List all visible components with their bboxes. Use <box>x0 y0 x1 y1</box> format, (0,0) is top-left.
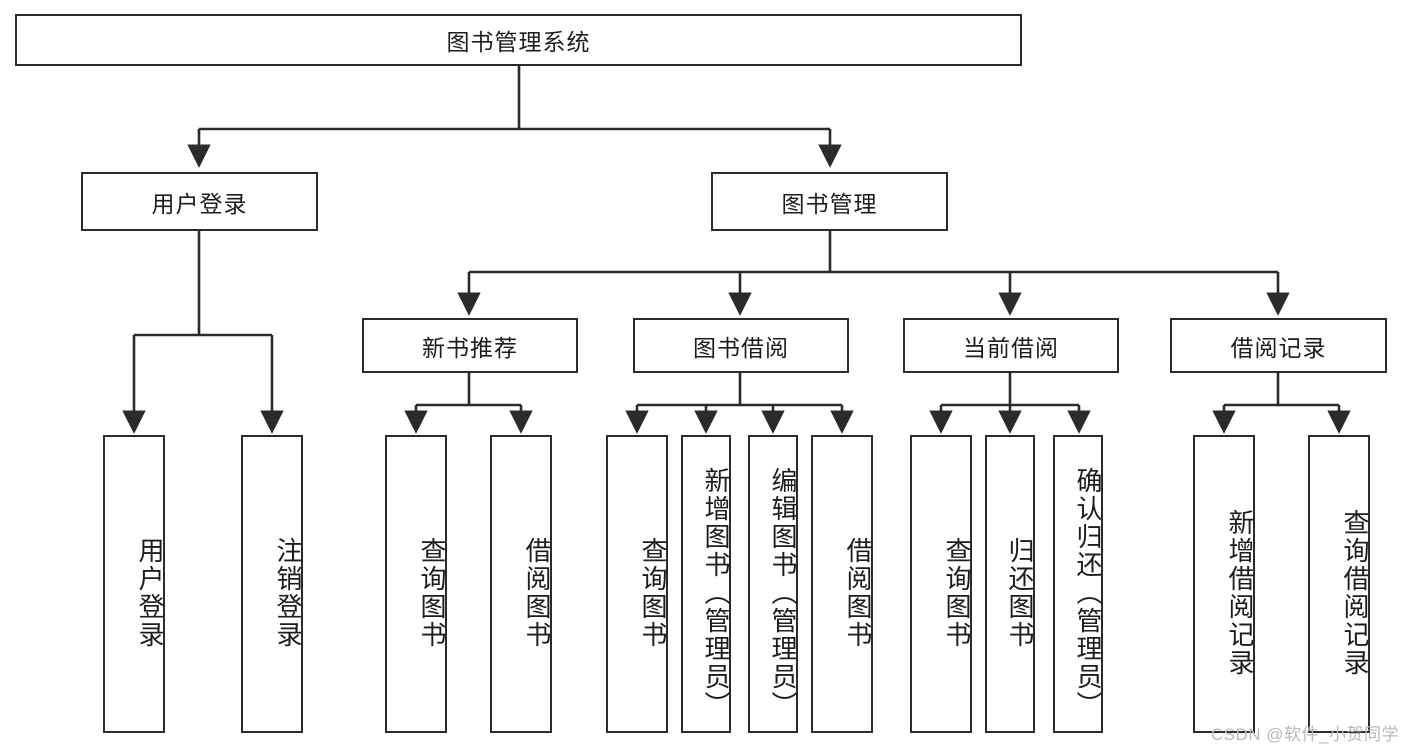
node-label: 借阅记录 <box>1230 334 1327 361</box>
node-label: 确认归还（管理员） <box>1073 467 1103 719</box>
node-user-login[interactable]: 用户登录 <box>81 172 318 231</box>
node-label: 查询图书 <box>942 537 972 649</box>
leaf-logout[interactable]: 注销登录 <box>241 435 303 733</box>
leaf-borrow-book[interactable]: 借阅图书 <box>811 435 873 733</box>
leaf-confirm-return-admin[interactable]: 确认归还（管理员） <box>1053 435 1103 733</box>
node-borrow-record[interactable]: 借阅记录 <box>1170 318 1387 373</box>
node-label: 图书管理 <box>781 190 878 217</box>
leaf-add-borrow-record[interactable]: 新增借阅记录 <box>1193 435 1255 733</box>
node-label: 借阅图书 <box>843 537 873 649</box>
node-label: 编辑图书（管理员） <box>768 467 798 719</box>
node-label: 查询图书 <box>638 537 668 649</box>
leaf-user-login[interactable]: 用户登录 <box>103 435 165 733</box>
node-current-borrow[interactable]: 当前借阅 <box>903 318 1119 373</box>
node-label: 新书推荐 <box>422 334 518 361</box>
leaf-query-book-borrow[interactable]: 查询图书 <box>606 435 668 733</box>
leaf-query-book-current[interactable]: 查询图书 <box>910 435 972 733</box>
node-label: 图书管理系统 <box>446 29 591 55</box>
node-book-borrow[interactable]: 图书借阅 <box>633 318 849 373</box>
node-new-book-recommend[interactable]: 新书推荐 <box>362 318 578 373</box>
node-label: 查询借阅记录 <box>1340 509 1370 677</box>
node-label: 用户登录 <box>135 537 165 649</box>
node-label: 图书借阅 <box>693 334 789 361</box>
leaf-edit-book-admin[interactable]: 编辑图书（管理员） <box>748 435 798 733</box>
node-label: 借阅图书 <box>522 537 552 649</box>
leaf-query-borrow-record[interactable]: 查询借阅记录 <box>1308 435 1370 733</box>
node-label: 用户登录 <box>151 190 248 217</box>
leaf-add-book-admin[interactable]: 新增图书（管理员） <box>681 435 731 733</box>
leaf-return-book[interactable]: 归还图书 <box>985 435 1035 733</box>
node-label: 归还图书 <box>1005 537 1035 649</box>
leaf-borrow-book-recommend[interactable]: 借阅图书 <box>490 435 552 733</box>
node-label: 新增借阅记录 <box>1225 509 1255 677</box>
leaf-query-book-recommend[interactable]: 查询图书 <box>385 435 447 733</box>
node-label: 注销登录 <box>273 537 303 649</box>
node-book-management[interactable]: 图书管理 <box>711 172 948 231</box>
node-label: 当前借阅 <box>963 334 1059 361</box>
node-label: 新增图书（管理员） <box>701 467 731 719</box>
node-root-book-management-system[interactable]: 图书管理系统 <box>15 14 1022 66</box>
node-label: 查询图书 <box>417 537 447 649</box>
